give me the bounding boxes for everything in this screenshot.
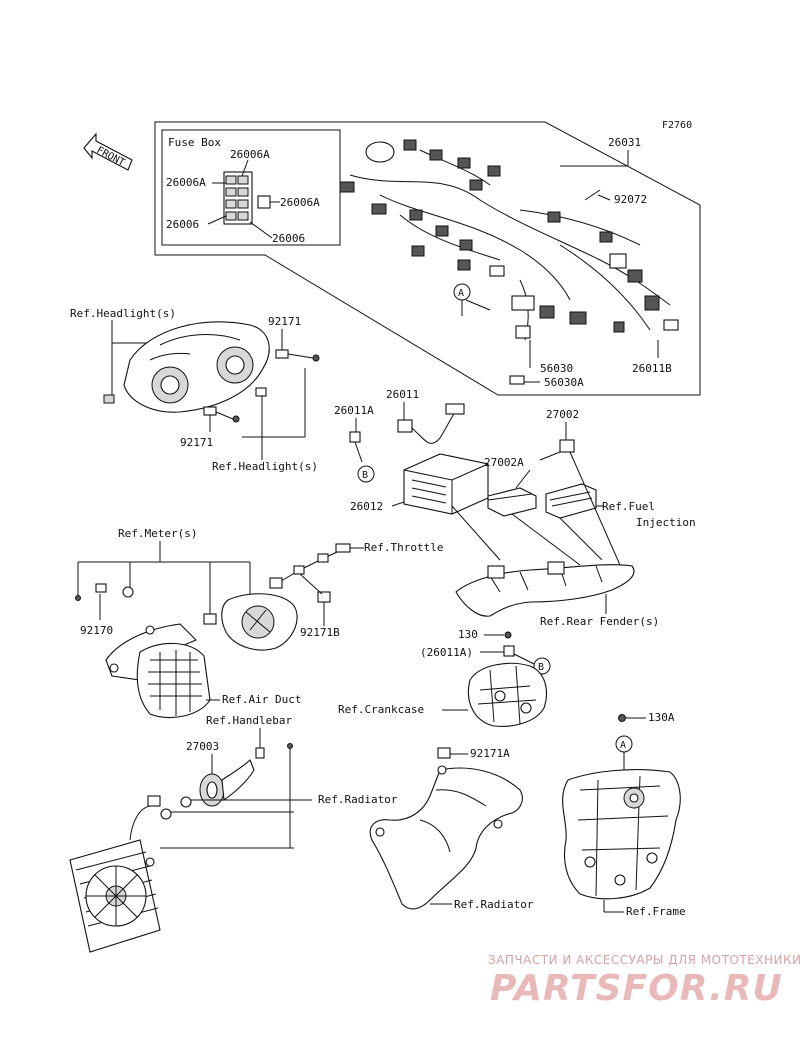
callout-horn: 27003 xyxy=(186,740,219,753)
marker-b-2: B xyxy=(538,662,544,673)
callout-bolt-92072: 92072 xyxy=(614,193,647,206)
fuse-label-26006a-top: 26006A xyxy=(230,148,270,161)
clip-92171-bottom-icon xyxy=(203,406,217,416)
lead-26011-icon xyxy=(397,403,465,444)
battery-case-icon xyxy=(403,453,489,515)
callout-headlight-clip-bottom: 92171 xyxy=(180,436,213,449)
callout-sensor-56030a: 56030A xyxy=(544,376,584,389)
radiator-washer-icon-2 xyxy=(160,808,172,820)
callout-meter-bolt: 92170 xyxy=(80,624,113,637)
meter-bolt-icon xyxy=(75,595,81,601)
ref-fuel-injection-line1: Ref.Fuel xyxy=(602,500,655,513)
radiator-icon xyxy=(69,805,161,953)
headlight-assembly-icon xyxy=(103,321,270,413)
figure-code: F2760 xyxy=(662,120,692,131)
watermark-tagline: ЗАПЧАСТИ И АКСЕССУАРЫ ДЛЯ МОТОТЕХНИКИ xyxy=(488,953,800,967)
fuse-label-26006a-left: 26006A xyxy=(166,176,206,189)
ref-air-duct: Ref.Air Duct xyxy=(222,693,301,706)
inner-cover-icon xyxy=(369,765,523,910)
meter-washer-icon xyxy=(122,586,134,598)
frame-icon xyxy=(562,769,681,900)
fuel-injection-ecu-icon xyxy=(545,483,597,519)
clip-ref-icon xyxy=(255,387,267,397)
wiring-harness-icon xyxy=(339,139,679,341)
bolt-130a-icon xyxy=(618,714,626,722)
watermark-brand: PARTSFOR.RU xyxy=(490,968,783,1009)
sensor-56030a-icon xyxy=(509,375,525,385)
bolt-92072-icon xyxy=(584,189,601,201)
clip-92171-top-icon xyxy=(275,349,289,359)
meter-icon xyxy=(203,593,298,651)
ref-meter: Ref.Meter(s) xyxy=(118,527,197,540)
callout-headlight-clip-top: 92171 xyxy=(268,315,301,328)
callout-relay-27002a: 27002A xyxy=(484,456,524,469)
bolt-130-icon xyxy=(504,631,512,639)
radiator-washer-icon-1 xyxy=(180,796,192,808)
fuse-box-icon xyxy=(223,171,271,225)
callout-harness: 26031 xyxy=(608,136,641,149)
crankcase-icon xyxy=(467,662,548,727)
callout-relay-27002: 27002 xyxy=(546,408,579,421)
fuse-label-26006a-right: 26006A xyxy=(280,196,320,209)
callout-lead-26011: 26011 xyxy=(386,388,419,401)
ref-fuel-injection-line2: Injection xyxy=(636,516,696,529)
horn-nut-icon xyxy=(287,743,293,749)
nut-bottom-icon xyxy=(232,415,240,423)
harness-enclosure xyxy=(154,121,701,396)
callout-lead-26011a: 26011A xyxy=(334,404,374,417)
lead-26011a-icon xyxy=(349,431,363,463)
horn-icon xyxy=(199,759,255,807)
meter-grommet-icon xyxy=(95,583,107,593)
nut-top-icon xyxy=(312,354,320,362)
clip-92171a-icon xyxy=(437,747,451,759)
ref-headlight-top: Ref.Headlight(s) xyxy=(70,307,176,320)
marker-b-circle-2 xyxy=(533,657,551,675)
relay-27002-icon xyxy=(559,439,575,453)
fuse-label-26006-left: 26006 xyxy=(166,218,199,231)
radiator-clip-icon xyxy=(147,795,161,807)
horn-bolt-icon xyxy=(255,747,265,759)
ref-throttle: Ref.Throttle xyxy=(364,541,443,554)
ref-handlebar: Ref.Handlebar xyxy=(206,714,292,727)
callout-sensor-56030: 56030 xyxy=(540,362,573,375)
callout-lead-26011a-paren: (26011A) xyxy=(420,646,473,659)
relay-27002a-icon xyxy=(487,487,537,517)
ref-radiator-2: Ref.Radiator xyxy=(454,898,534,911)
throttle-lead-icon xyxy=(269,543,351,603)
radiator-grommet-icon xyxy=(145,857,155,867)
lead-26011a-paren-icon xyxy=(503,645,515,657)
callout-throttle-clip: 92171B xyxy=(300,626,340,639)
marker-b-1: B xyxy=(362,470,368,481)
callout-battery-case: 26012 xyxy=(350,500,383,513)
callout-bolt-130: 130 xyxy=(458,628,478,641)
fuse-box-title: Fuse Box xyxy=(168,136,221,149)
fuse-label-26006-right: 26006 xyxy=(272,232,305,245)
ref-frame: Ref.Frame xyxy=(626,905,686,918)
callout-lead-26011b: 26011B xyxy=(632,362,672,375)
ref-headlight-bottom: Ref.Headlight(s) xyxy=(212,460,318,473)
ref-rear-fender: Ref.Rear Fender(s) xyxy=(540,615,659,628)
front-arrow-icon: FRONT xyxy=(83,132,133,171)
marker-b-circle-1 xyxy=(357,465,375,483)
marker-a-2: A xyxy=(620,740,626,751)
callout-bolt-130a: 130A xyxy=(648,711,675,724)
rear-fender-icon xyxy=(455,561,635,617)
ref-crankcase: Ref.Crankcase xyxy=(338,703,424,716)
marker-a-1: A xyxy=(458,288,464,299)
callout-clip-92171a: 92171A xyxy=(470,747,510,760)
ref-radiator-1: Ref.Radiator xyxy=(318,793,398,806)
air-duct-icon xyxy=(136,642,211,719)
